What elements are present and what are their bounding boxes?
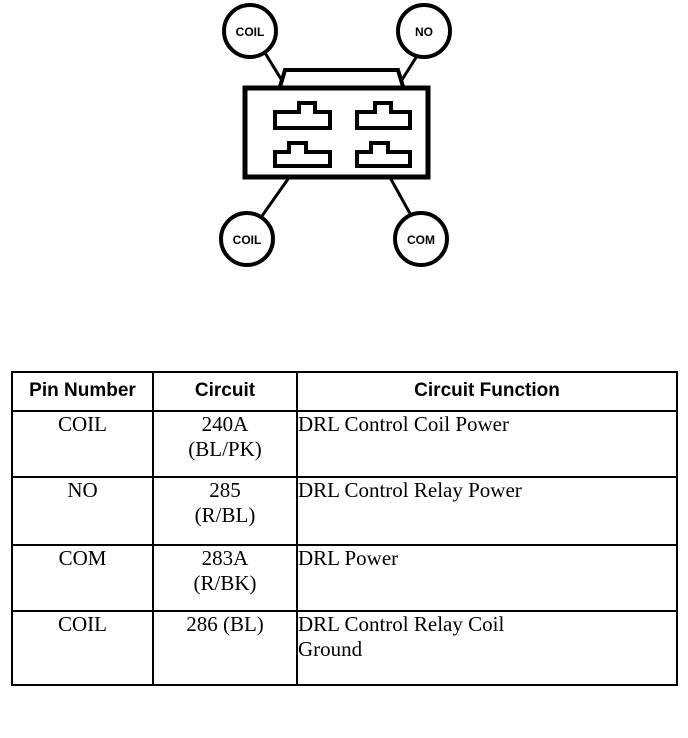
cell-circuit: 286 (BL): [152, 610, 298, 687]
cell-circuit-function-line2: Ground: [298, 637, 363, 662]
column-header-circuit-function: Circuit Function: [296, 370, 678, 413]
cell-pin-number: COM: [11, 544, 154, 613]
cell-pin-number: COIL: [11, 610, 154, 687]
terminal-top-right: [355, 101, 412, 130]
pin-callout-no-top-right: NO: [396, 3, 452, 59]
cell-circuit-function: DRL Control Coil Power: [296, 410, 678, 479]
cell-circuit-line1: 286 (BL): [186, 612, 264, 637]
cell-circuit: 283A (R/BK): [152, 544, 298, 613]
table-header-row: Pin Number Circuit Circuit Function: [11, 370, 678, 413]
pin-callout-com-bottom-right: COM: [393, 211, 449, 267]
cell-circuit: 240A (BL/PK): [152, 410, 298, 479]
pin-callout-label: NO: [415, 25, 433, 39]
terminal-bottom-left: [273, 141, 332, 168]
cell-circuit-function-line1: DRL Control Coil Power: [298, 412, 509, 437]
cell-circuit-line2: (R/BL): [194, 503, 256, 528]
cell-circuit-line1: 285: [209, 478, 241, 503]
table-row: NO 285 (R/BL) DRL Control Relay Power: [11, 476, 678, 547]
terminal-top-left: [273, 101, 332, 130]
table-row: COM 283A (R/BK) DRL Power: [11, 544, 678, 613]
cell-circuit-function: DRL Control Relay Power: [296, 476, 678, 547]
pin-callout-label: COIL: [233, 233, 262, 247]
cell-circuit: 285 (R/BL): [152, 476, 298, 547]
pin-callout-label: COM: [407, 233, 435, 247]
cell-circuit-function: DRL Control Relay Coil Ground: [296, 610, 678, 687]
cell-pin-number: NO: [11, 476, 154, 547]
column-header-pin-number-line2: Number: [64, 380, 136, 401]
callout-circle: [219, 211, 275, 267]
connector-diagram: COIL NO COIL COM: [0, 0, 688, 300]
column-header-pin-number-line1: Pin: [29, 380, 59, 401]
column-header-pin-number: Pin Number: [11, 370, 154, 413]
callout-circle: [396, 3, 452, 59]
column-header-circuit: Circuit: [152, 370, 298, 413]
cell-circuit-function-line1: DRL Power: [298, 546, 399, 571]
cell-pin-number: COIL: [11, 410, 154, 479]
pin-callout-coil-bottom-left: COIL: [219, 211, 275, 267]
terminal-bottom-right: [355, 141, 412, 168]
cell-circuit-function: DRL Power: [296, 544, 678, 613]
cell-circuit-line1: 283A: [201, 546, 249, 571]
pin-callout-label: COIL: [236, 25, 265, 39]
pinout-table: Pin Number Circuit Circuit Function COIL…: [11, 370, 678, 687]
table-row: COIL 240A (BL/PK) DRL Control Coil Power: [11, 410, 678, 479]
cell-circuit-function-line1: DRL Control Relay Coil: [298, 612, 505, 637]
cell-circuit-function-line1: DRL Control Relay Power: [298, 478, 522, 503]
pin-callout-coil-top-left: COIL: [222, 3, 278, 59]
callout-circle: [222, 3, 278, 59]
callout-circle: [393, 211, 449, 267]
table-row: COIL 286 (BL) DRL Control Relay Coil Gro…: [11, 610, 678, 687]
cell-circuit-line2: (BL/PK): [188, 437, 262, 462]
cell-circuit-line2: (R/BK): [193, 571, 257, 596]
cell-circuit-line1: 240A: [201, 412, 249, 437]
